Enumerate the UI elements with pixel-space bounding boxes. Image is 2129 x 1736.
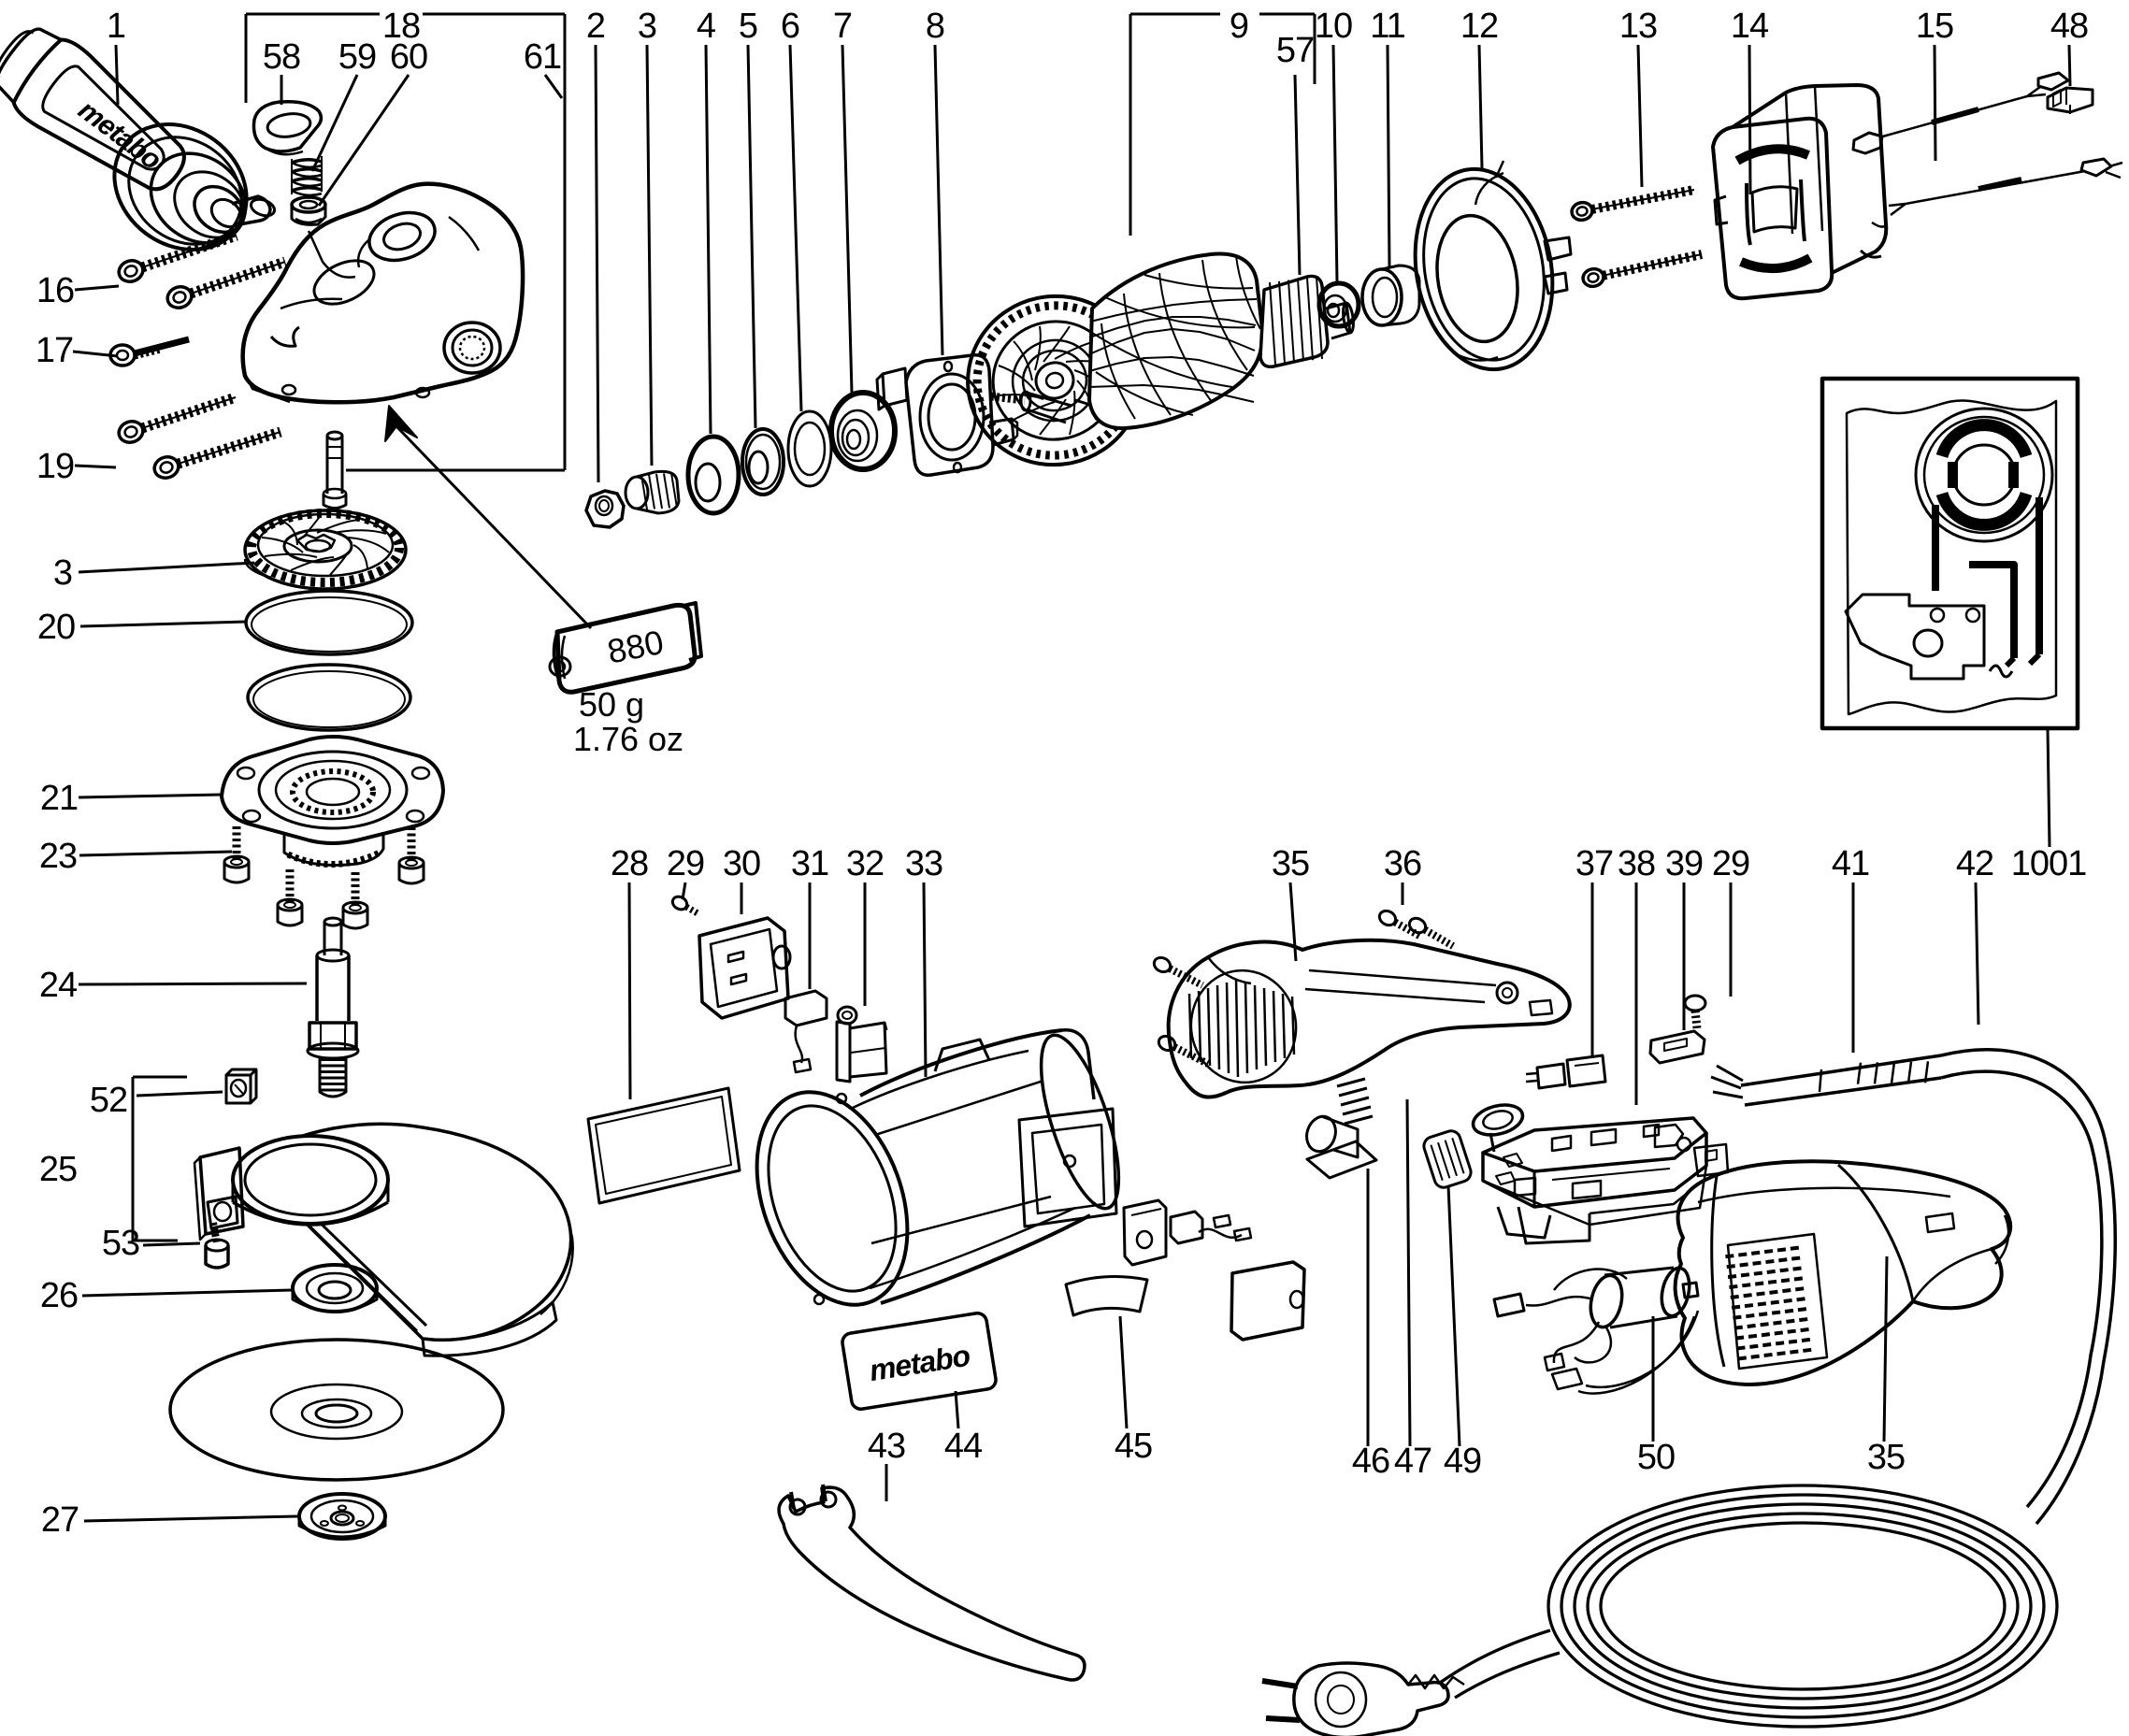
svg-text:52: 52 [90, 1081, 127, 1120]
svg-text:21: 21 [40, 779, 78, 818]
svg-text:36: 36 [1384, 844, 1421, 883]
svg-text:42: 42 [1956, 844, 1993, 883]
svg-text:2: 2 [586, 7, 605, 46]
svg-text:9: 9 [1230, 7, 1248, 46]
svg-text:5: 5 [739, 7, 757, 46]
svg-text:57: 57 [1276, 31, 1314, 70]
svg-text:35: 35 [1867, 1438, 1905, 1477]
svg-text:18: 18 [382, 7, 420, 46]
svg-text:61: 61 [524, 37, 561, 77]
svg-text:50 g: 50 g [579, 685, 644, 724]
svg-text:30: 30 [723, 844, 760, 883]
svg-text:43: 43 [868, 1427, 905, 1466]
svg-text:45: 45 [1115, 1427, 1152, 1466]
svg-text:25: 25 [39, 1150, 77, 1189]
svg-text:33: 33 [905, 844, 942, 883]
svg-text:31: 31 [791, 844, 828, 883]
svg-text:48: 48 [2050, 7, 2088, 46]
svg-text:41: 41 [1832, 844, 1869, 883]
svg-text:19: 19 [36, 447, 74, 486]
svg-text:11: 11 [1370, 7, 1404, 46]
svg-text:3: 3 [53, 553, 72, 593]
svg-text:60: 60 [390, 37, 427, 77]
svg-text:44: 44 [944, 1427, 983, 1466]
svg-text:12: 12 [1460, 7, 1498, 46]
svg-text:6: 6 [781, 7, 799, 46]
svg-text:50: 50 [1637, 1438, 1675, 1477]
svg-text:39: 39 [1665, 844, 1703, 883]
svg-text:27: 27 [41, 1500, 79, 1540]
svg-text:24: 24 [39, 966, 78, 1005]
svg-text:4: 4 [697, 7, 716, 46]
svg-text:1001: 1001 [2011, 844, 2087, 883]
svg-text:49: 49 [1444, 1442, 1481, 1481]
svg-text:46: 46 [1352, 1442, 1389, 1481]
svg-text:37: 37 [1575, 844, 1613, 883]
svg-text:7: 7 [833, 7, 852, 46]
svg-text:47: 47 [1394, 1442, 1431, 1481]
svg-text:13: 13 [1619, 7, 1657, 46]
svg-text:28: 28 [611, 844, 648, 883]
svg-text:26: 26 [40, 1276, 78, 1315]
svg-text:38: 38 [1618, 844, 1655, 883]
svg-text:8: 8 [926, 7, 944, 46]
svg-text:16: 16 [36, 271, 74, 310]
svg-text:1.76 oz: 1.76 oz [573, 720, 683, 758]
svg-text:1: 1 [107, 7, 125, 46]
svg-text:3: 3 [638, 7, 656, 46]
svg-text:58: 58 [263, 37, 300, 77]
svg-text:15: 15 [1916, 7, 1953, 46]
svg-text:14: 14 [1731, 7, 1769, 46]
svg-text:59: 59 [338, 37, 376, 77]
svg-text:35: 35 [1272, 844, 1309, 883]
svg-text:32: 32 [846, 844, 884, 883]
svg-text:29: 29 [667, 844, 704, 883]
svg-text:17: 17 [36, 331, 73, 370]
svg-text:20: 20 [37, 608, 75, 647]
svg-text:10: 10 [1315, 7, 1352, 46]
svg-text:23: 23 [39, 837, 77, 876]
svg-text:29: 29 [1712, 844, 1749, 883]
